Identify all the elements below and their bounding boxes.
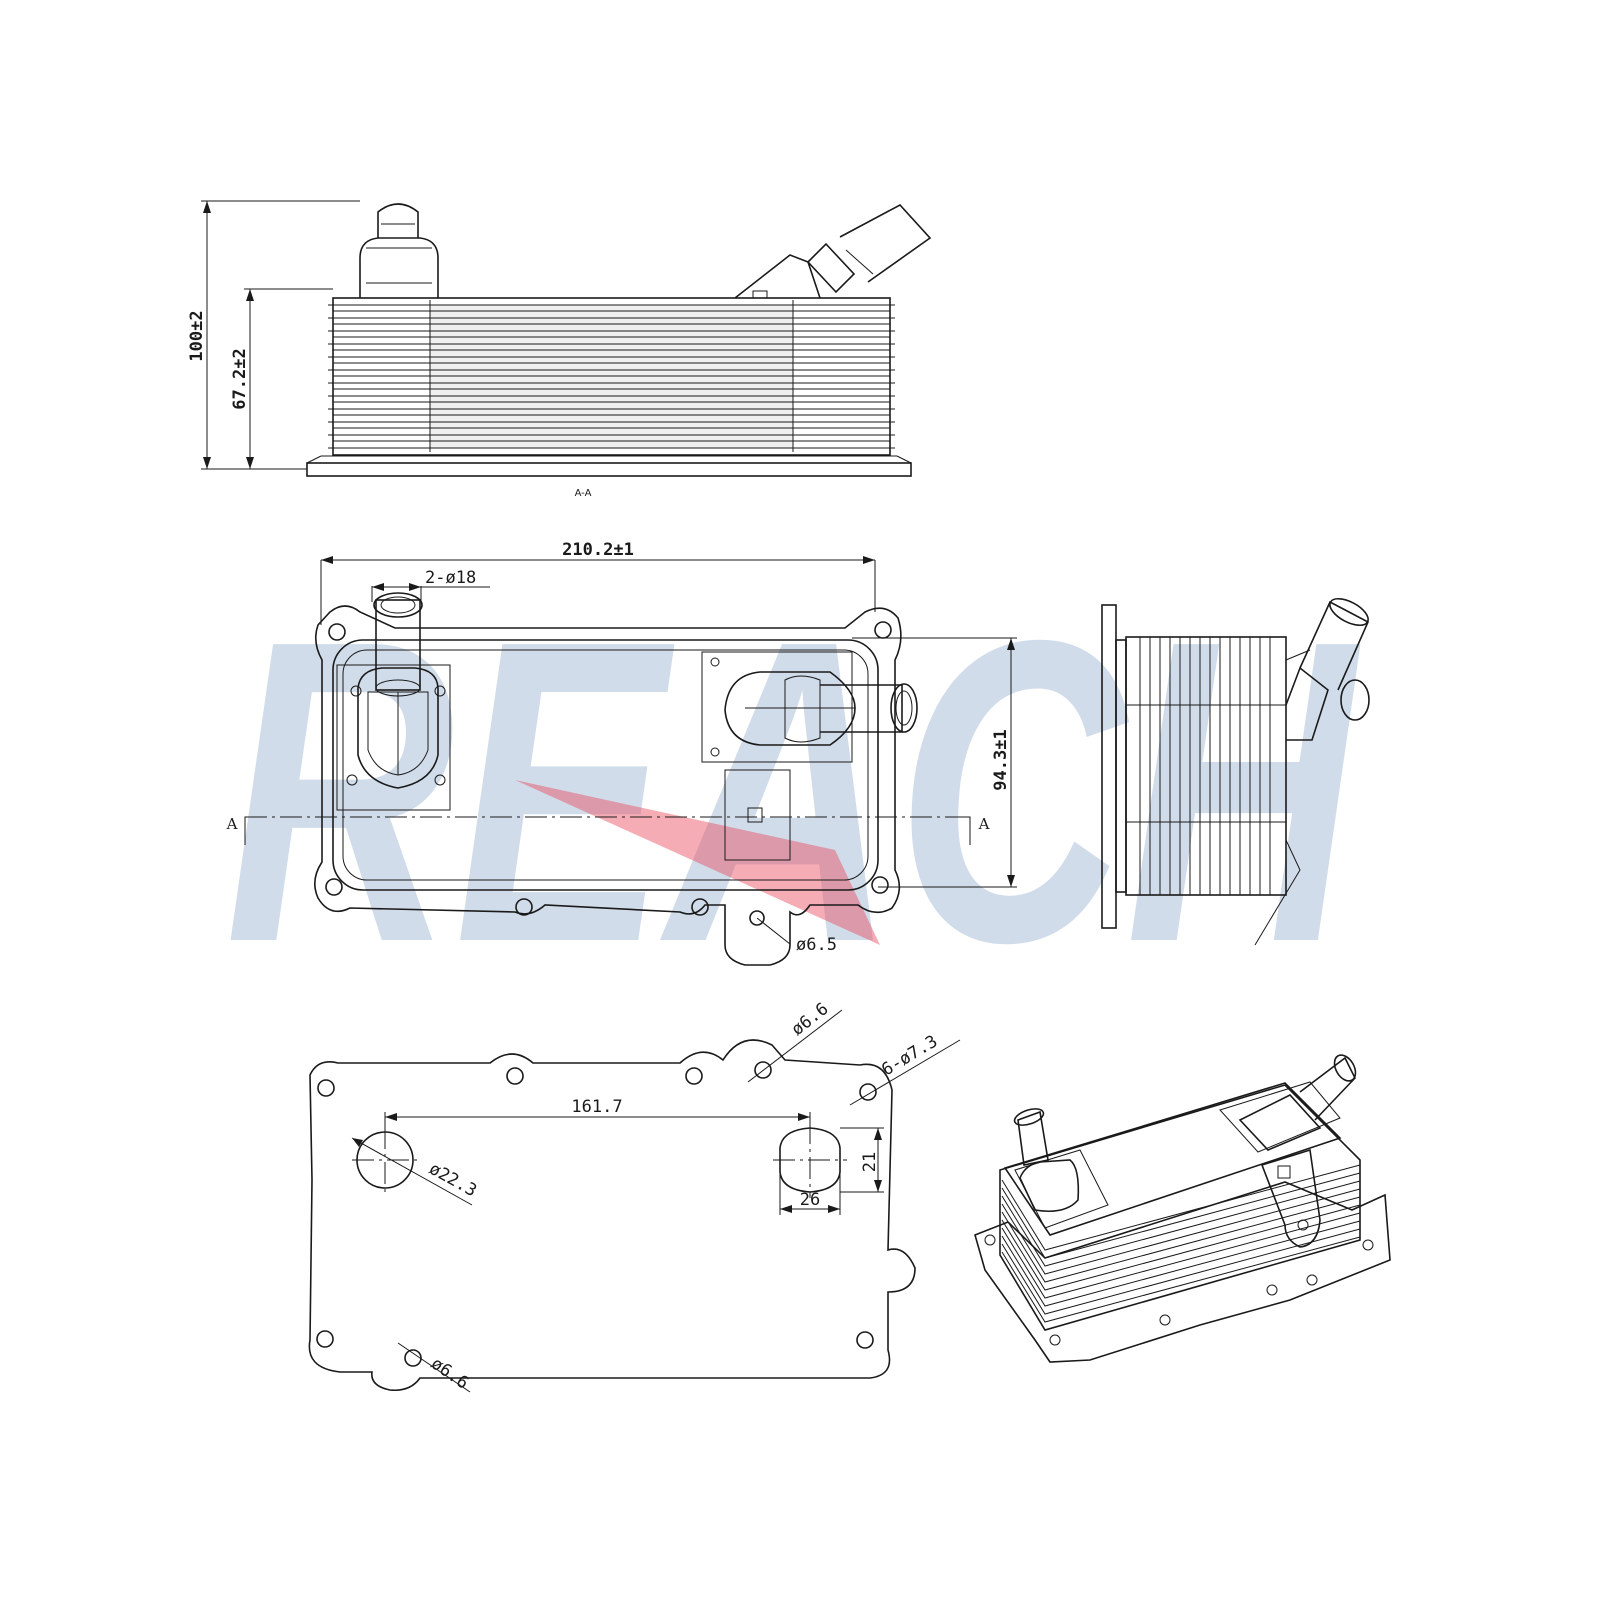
side-port <box>1285 597 1370 741</box>
port-diameter-label: 2-ø18 <box>425 568 476 588</box>
side-fins <box>1126 637 1286 895</box>
section-right-port <box>734 204 932 299</box>
holes-6x-label: 6-ø7.3 <box>878 1032 941 1081</box>
section-mark-left: A <box>226 815 238 833</box>
section-line <box>244 816 971 845</box>
hole-b-label: ø6.6 <box>427 1354 472 1394</box>
section-label: A-A <box>575 488 592 499</box>
section-left-port <box>359 203 439 298</box>
side-view <box>1101 597 1370 946</box>
overall-length-label: 210.2±1 <box>562 540 634 560</box>
section-fins <box>328 300 895 452</box>
width-label: 94.3±1 <box>991 729 1011 790</box>
slot-height-label: 21 <box>860 1152 880 1172</box>
front-left-port <box>336 592 451 811</box>
port-spacing-dim <box>384 1112 811 1130</box>
bottom-view: 161.7 21 26 ø22.3 ø6.6 6-ø7.3 ø6.6 <box>308 999 961 1394</box>
watermark-logo: REACH <box>225 552 1364 1032</box>
overall-height-label: 100±2 <box>187 310 207 361</box>
section-height-dims <box>201 200 360 470</box>
bottom-holes <box>316 1061 877 1367</box>
length-dim <box>320 556 876 625</box>
slot-width-label: 26 <box>800 1190 820 1210</box>
front-view: A A 210.2±1 2-ø18 94.3±1 <box>226 540 1017 966</box>
section-mark-right: A <box>978 815 990 833</box>
front-bracket <box>724 769 791 926</box>
slot-dims <box>779 1127 884 1215</box>
isometric-view <box>974 1054 1391 1363</box>
watermark-accent <box>515 780 880 945</box>
width-dim <box>852 637 1017 888</box>
port-spacing-label: 161.7 <box>571 1097 622 1117</box>
section-view: 100±2 67.2±2 A-A <box>187 200 932 499</box>
front-right-port <box>701 651 918 763</box>
iso-fins <box>999 1084 1361 1331</box>
side-bracket <box>1254 839 1301 946</box>
port-diameter-leader <box>371 583 490 602</box>
bracket-hole-label: ø6.5 <box>796 935 837 955</box>
stack-height-label: 67.2±2 <box>230 348 250 409</box>
flange-holes <box>325 621 892 916</box>
watermark-text: REACH <box>225 552 1364 1032</box>
